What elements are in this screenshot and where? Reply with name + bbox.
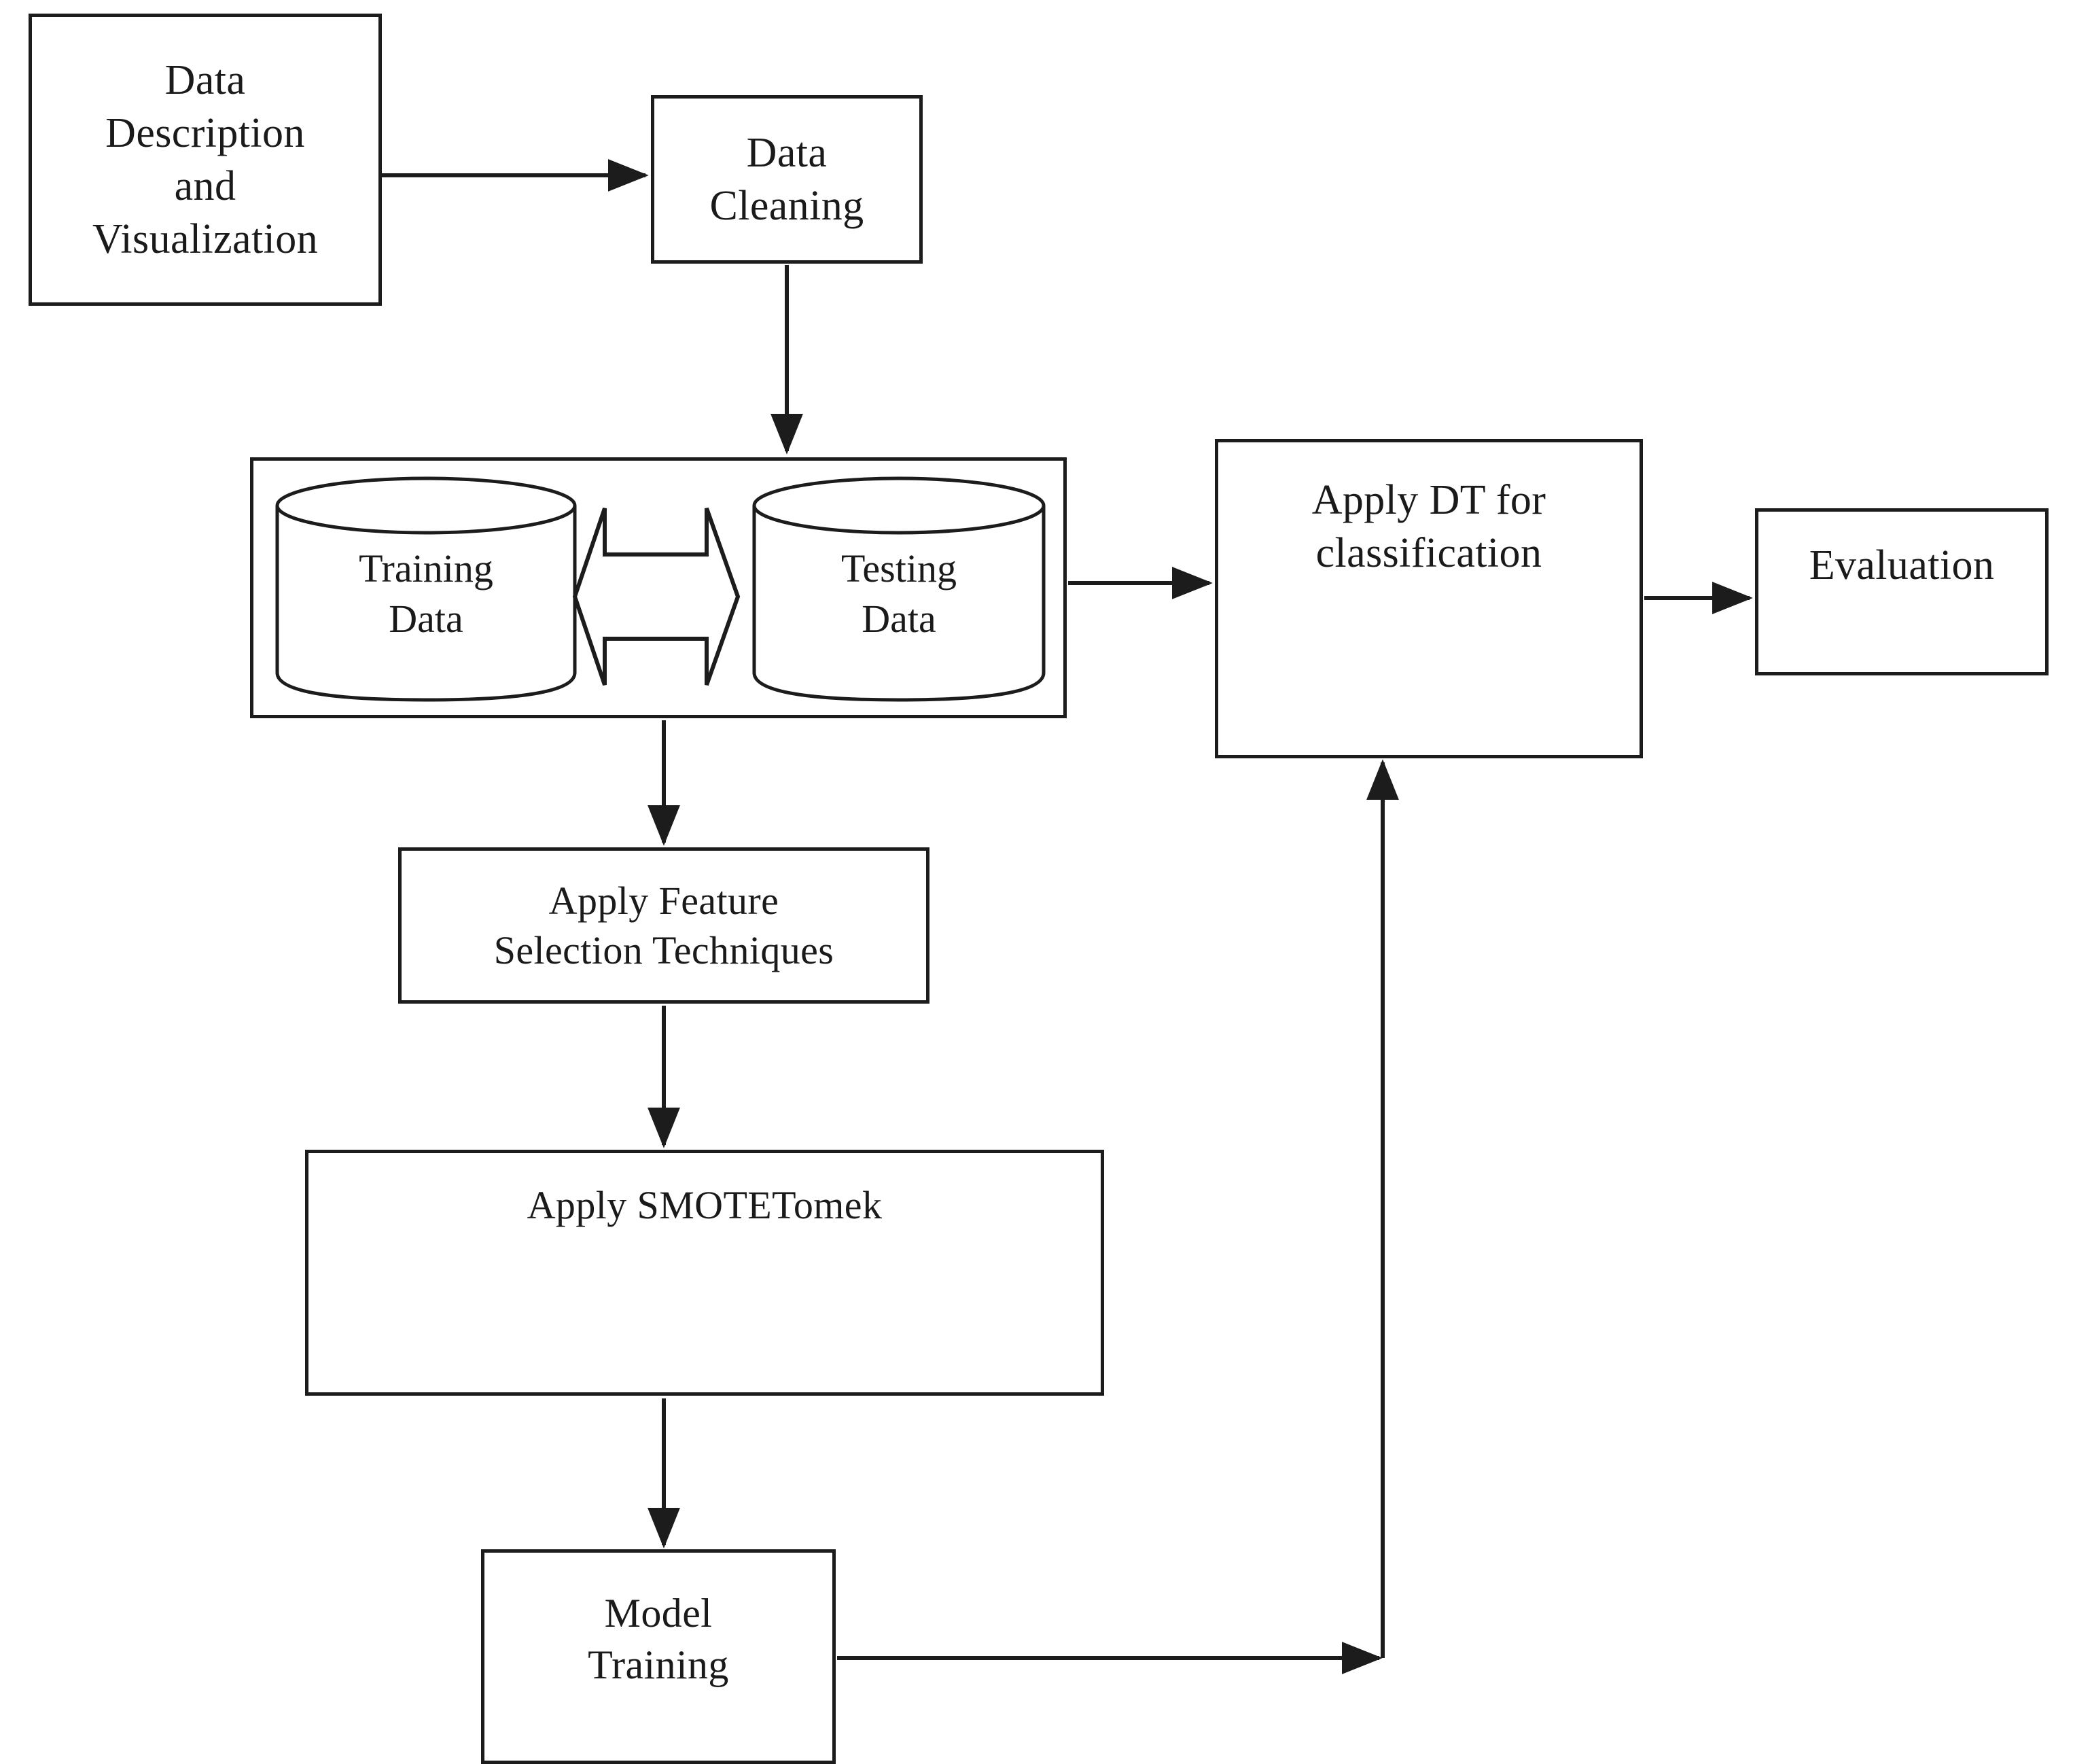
node-evaluation[interactable]: Evaluation <box>1755 508 2049 675</box>
node-label: Apply DT for classification <box>1311 477 1546 577</box>
node-data-description-and-visualization[interactable]: Data Description and Visualization <box>29 14 382 306</box>
cylinder-testing-data[interactable] <box>751 476 1046 703</box>
node-label: Apply SMOTETomek <box>527 1183 883 1227</box>
node-label: Data Cleaning <box>709 129 864 229</box>
node-data-cleaning[interactable]: Data Cleaning <box>651 95 923 264</box>
database-cylinder-icon <box>275 476 577 702</box>
node-label: Model Training <box>588 1591 729 1687</box>
node-apply-feature-selection-techniques[interactable]: Apply Feature Selection Techniques <box>398 847 929 1004</box>
node-label: Apply Feature Selection Techniques <box>493 878 834 972</box>
node-apply-smotetomek[interactable]: Apply SMOTETomek <box>305 1150 1104 1396</box>
database-cylinder-icon <box>752 476 1046 702</box>
node-label: Evaluation <box>1809 542 1995 588</box>
node-label: Data Description and Visualization <box>92 56 319 263</box>
node-apply-dt-for-classification[interactable]: Apply DT for classification <box>1215 439 1643 758</box>
cylinder-training-data[interactable] <box>274 476 578 703</box>
node-model-training[interactable]: Model Training <box>481 1549 836 1764</box>
